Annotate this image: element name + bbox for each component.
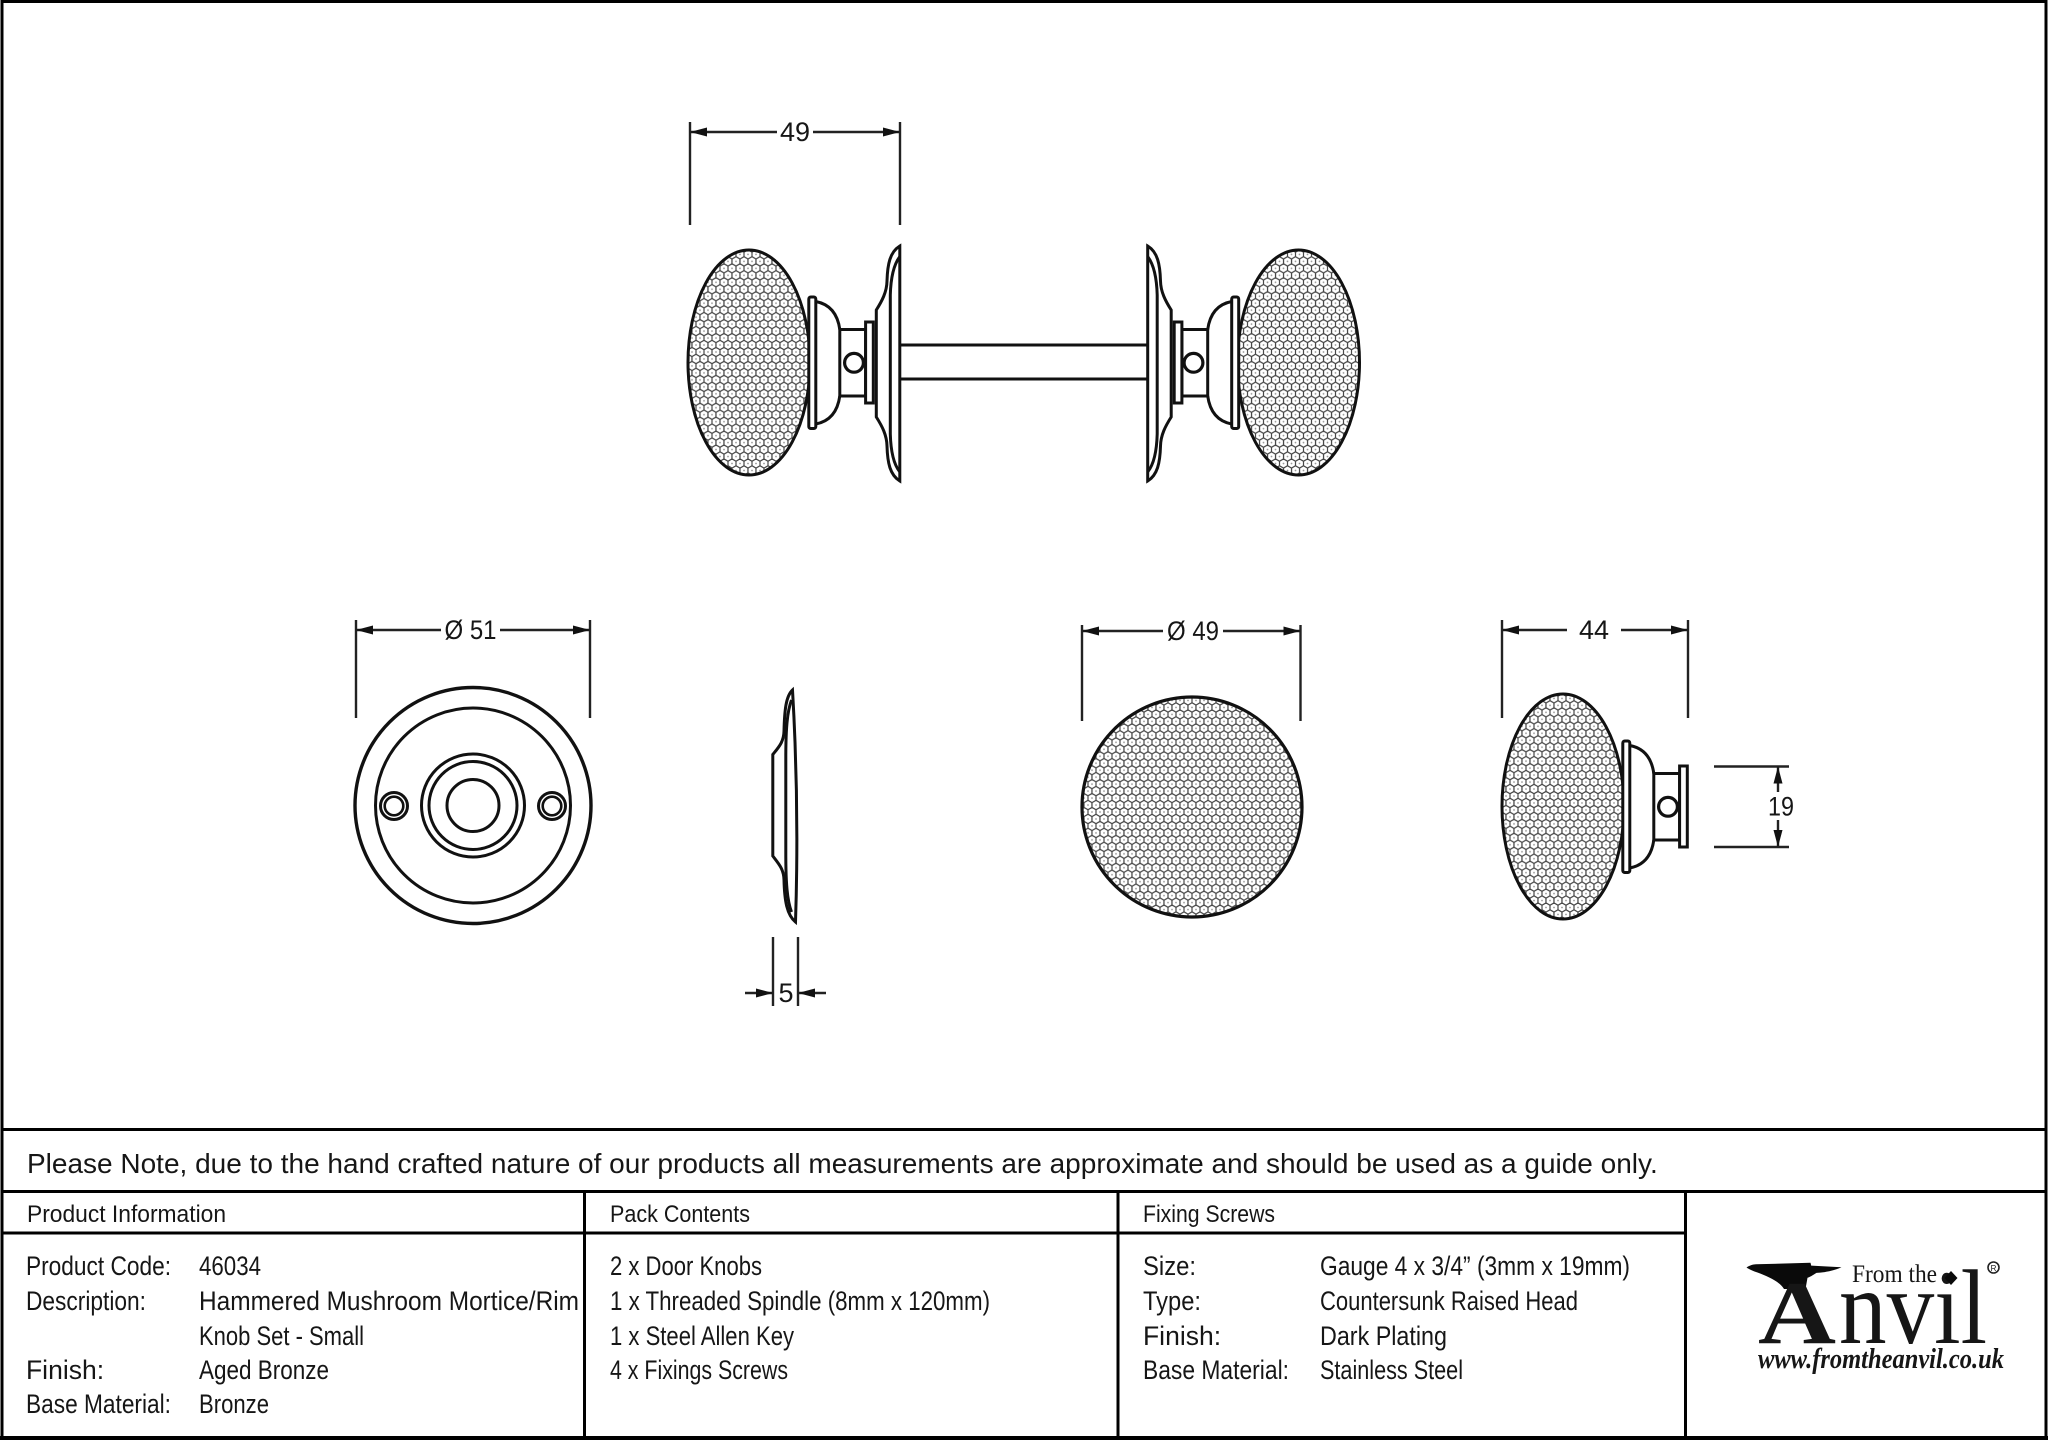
svg-text:2 x Door Knobs: 2 x Door Knobs [610,1251,762,1281]
svg-text:Bronze: Bronze [199,1389,269,1419]
svg-text:Type:: Type: [1143,1286,1201,1316]
svg-text:Base Material:: Base Material: [26,1389,171,1419]
svg-text:From the: From the [1852,1261,1937,1288]
svg-text:Hammered Mushroom Mortice/Rim: Hammered Mushroom Mortice/Rim [199,1286,579,1316]
svg-text:4 x Fixings Screws: 4 x Fixings Screws [610,1355,788,1385]
svg-text:49: 49 [780,117,810,147]
svg-text:Description:: Description: [26,1286,146,1316]
svg-text:Fixing Screws: Fixing Screws [1143,1201,1275,1228]
svg-text:Base Material:: Base Material: [1143,1355,1289,1385]
svg-text:Product Code:: Product Code: [26,1251,171,1281]
svg-text:Ø 51: Ø 51 [445,615,497,645]
svg-text:Dark Plating: Dark Plating [1320,1321,1447,1351]
svg-text:Finish:: Finish: [26,1355,104,1385]
svg-text:46034: 46034 [199,1251,261,1281]
svg-text:Ø 49: Ø 49 [1167,616,1219,646]
svg-text:A: A [1758,1264,1836,1363]
svg-text:Product Information: Product Information [27,1201,226,1228]
svg-text:44: 44 [1579,615,1609,645]
svg-text:Stainless Steel: Stainless Steel [1320,1355,1463,1385]
svg-text:R: R [1991,1264,1997,1273]
svg-text:Finish:: Finish: [1143,1321,1221,1351]
svg-text:Knob Set - Small: Knob Set - Small [199,1321,364,1351]
svg-text:1 x Threaded Spindle (8mm x 12: 1 x Threaded Spindle (8mm x 120mm) [610,1286,990,1316]
svg-text:Gauge 4 x 3/4” (3mm x 19mm): Gauge 4 x 3/4” (3mm x 19mm) [1320,1251,1630,1281]
svg-text:19: 19 [1768,792,1794,822]
svg-text:Countersunk Raised Head: Countersunk Raised Head [1320,1286,1578,1316]
svg-text:Pack Contents: Pack Contents [610,1201,750,1228]
svg-text:1 x Steel Allen Key: 1 x Steel Allen Key [610,1321,795,1351]
svg-text:5: 5 [778,978,793,1008]
svg-text:nvil: nvil [1839,1249,1987,1366]
svg-text:Aged Bronze: Aged Bronze [199,1355,329,1385]
svg-text:Please Note, due to the hand c: Please Note, due to the hand crafted nat… [27,1148,1658,1179]
svg-text:www.fromtheanvil.co.uk: www.fromtheanvil.co.uk [1758,1343,2004,1375]
svg-text:Size:: Size: [1143,1251,1196,1281]
